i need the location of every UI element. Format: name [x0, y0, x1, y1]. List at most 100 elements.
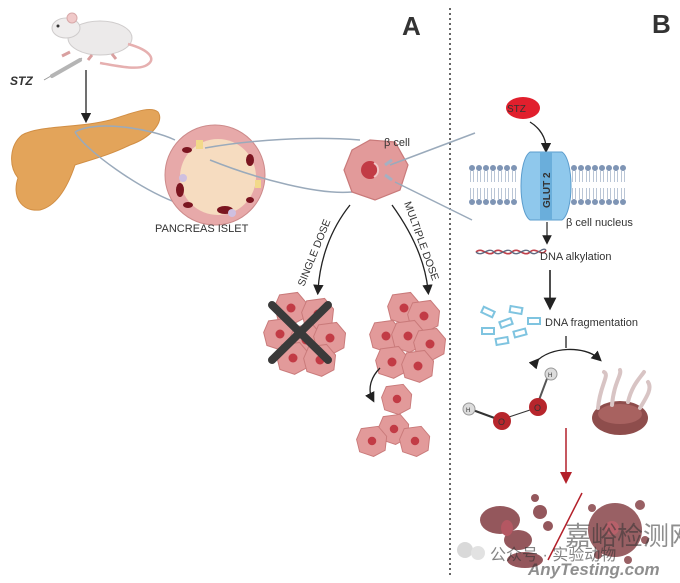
lipid-head	[599, 165, 605, 171]
divider-slash	[547, 492, 583, 561]
pancreas-islet-label: PANCREAS ISLET	[155, 223, 249, 235]
lipid-head	[483, 199, 489, 205]
lipid-tail	[572, 171, 576, 182]
glut2-label: GLUT 2	[542, 172, 553, 208]
o-atom-label: O	[498, 417, 505, 427]
lipid-tail	[621, 188, 625, 199]
watermark-brand: 嘉峪检测网	[565, 521, 680, 551]
lipid-head	[511, 199, 517, 205]
lipid-tail	[600, 171, 604, 182]
lipid-tail	[512, 188, 516, 199]
lipid-tail	[491, 188, 495, 199]
lipid-head	[620, 165, 626, 171]
lipid-head	[511, 165, 517, 171]
lipid-tail	[607, 188, 611, 199]
lipid-tail	[621, 171, 625, 182]
lipid-head	[469, 199, 475, 205]
lipid-tail	[579, 188, 583, 199]
lipid-head	[585, 165, 591, 171]
lipid-head	[606, 165, 612, 171]
apoptotic-cell-icon	[480, 494, 553, 568]
o-atom-label: O	[534, 403, 541, 413]
dna-alkylation-label: DNA alkylation	[540, 251, 612, 263]
lipid-tail	[586, 171, 590, 182]
lipid-head	[613, 165, 619, 171]
lipid-head	[469, 165, 475, 171]
lipid-tail	[505, 171, 509, 182]
pancreas-islet-icon	[164, 124, 266, 226]
lipid-tail	[593, 188, 597, 199]
lipid-head	[606, 199, 612, 205]
lipid-tail	[498, 188, 502, 199]
h-atom-label: H	[548, 373, 552, 379]
lipid-head	[490, 199, 496, 205]
lipid-tail	[477, 171, 481, 182]
lipid-tail	[512, 171, 516, 182]
zoom-line	[204, 137, 361, 149]
lipid-tail	[614, 171, 618, 182]
panel-label-b: B	[652, 9, 671, 39]
lipid-head	[620, 199, 626, 205]
lipid-tail	[600, 188, 604, 199]
lipid-tail	[498, 171, 502, 182]
lipid-tail	[572, 188, 576, 199]
lipid-head	[599, 199, 605, 205]
beta-cell-label: β cell	[384, 137, 410, 149]
dna-helix-icon	[475, 248, 547, 255]
h-atom-label: H	[466, 408, 470, 414]
lipid-tail	[470, 171, 474, 182]
lipid-head	[571, 199, 577, 205]
panel-label-a: A	[402, 11, 421, 41]
beta-cell-nucleus-label: β cell nucleus	[566, 217, 633, 229]
lipid-head	[483, 165, 489, 171]
lipid-tail	[586, 188, 590, 199]
multiple-dose-arrow	[391, 204, 433, 296]
mouse-icon	[51, 12, 153, 69]
dispersal-arrow	[365, 367, 381, 403]
lipid-head	[476, 199, 482, 205]
lipid-head	[497, 165, 503, 171]
beta-cell-icon	[343, 139, 409, 201]
lipid-head	[578, 165, 584, 171]
stz-molecule-icon	[506, 97, 540, 119]
stz-label-b: STZ	[507, 104, 526, 115]
cell-membrane	[469, 165, 626, 205]
necrotic-cell-icon	[588, 500, 649, 564]
lipid-head	[476, 165, 482, 171]
syringe-icon	[43, 57, 83, 81]
pancreas-icon	[11, 108, 161, 211]
single-dose-label: SINGLE DOSE	[296, 218, 334, 289]
lipid-tail	[579, 171, 583, 182]
lipid-tail	[614, 188, 618, 199]
lipid-head	[497, 199, 503, 205]
single-dose-arrow	[313, 204, 351, 296]
zoom-line	[74, 125, 176, 141]
arrow-split	[528, 348, 602, 370]
lipid-head	[504, 199, 510, 205]
lipid-tail	[470, 188, 474, 199]
lipid-tail	[484, 171, 488, 182]
zoom-line	[74, 131, 181, 205]
lipid-tail	[484, 188, 488, 199]
lipid-head	[571, 165, 577, 171]
zoom-line	[209, 159, 353, 194]
hydrogen-peroxide-icon	[462, 367, 558, 430]
watermark-account: 公众号 · 实验动物	[490, 546, 616, 564]
lipid-head	[504, 165, 510, 171]
dna-fragmentation-label: DNA fragmentation	[545, 317, 638, 329]
lipid-tail	[505, 188, 509, 199]
lipid-head	[585, 199, 591, 205]
cross-icon	[268, 301, 332, 364]
zoom-line	[389, 132, 476, 166]
lipid-head	[490, 165, 496, 171]
lipid-tail	[491, 171, 495, 182]
zoom-line	[394, 181, 473, 221]
lipid-tail	[593, 171, 597, 182]
lipid-tail	[477, 188, 481, 199]
stz-label-a: STZ	[10, 74, 33, 88]
lipid-head	[592, 199, 598, 205]
lipid-head	[613, 199, 619, 205]
watermark-url: AnyTesting.com	[527, 560, 660, 579]
dna-fragments-icon	[479, 304, 541, 347]
multiple-dose-cell-cluster	[369, 291, 447, 383]
